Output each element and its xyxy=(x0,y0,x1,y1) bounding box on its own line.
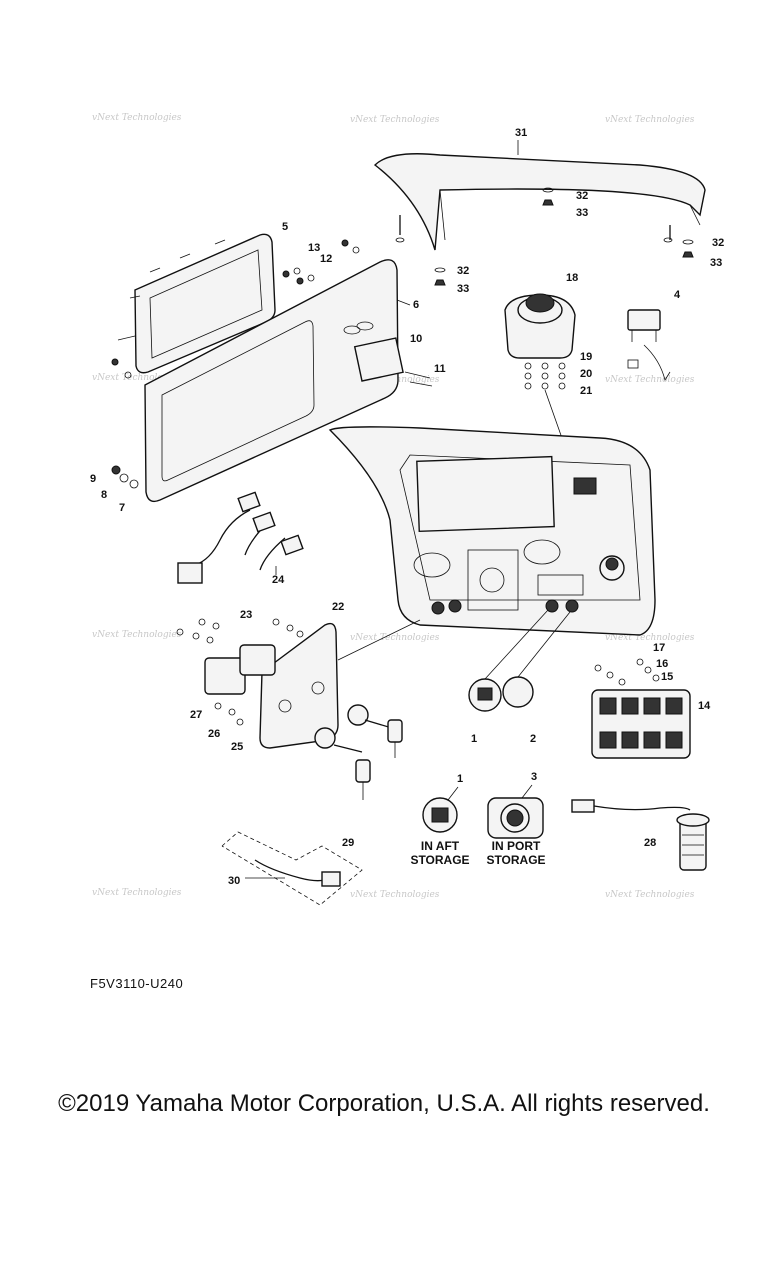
outlets-part xyxy=(468,609,571,712)
key-switch-part xyxy=(176,618,421,800)
storage-notes: IN AFT STORAGE IN PORT STORAGE xyxy=(410,839,545,867)
callout-24: 24 xyxy=(272,574,285,586)
callout-5: 5 xyxy=(282,221,288,233)
port-storage-label-line1: IN PORT xyxy=(492,839,541,853)
watermark: vNext Technologies xyxy=(605,633,695,643)
parts-diagram: vNext Technologies vNext Technologies vN… xyxy=(90,113,724,906)
callout-18: 18 xyxy=(566,272,578,284)
callout-1: 1 xyxy=(471,733,477,745)
callout-1: 1 xyxy=(457,773,463,785)
watermark: vNext Technologies xyxy=(92,630,182,640)
callout-12: 12 xyxy=(320,253,332,265)
callout-14: 14 xyxy=(698,700,711,712)
callout-13: 13 xyxy=(308,242,320,254)
callout-7: 7 xyxy=(119,502,125,514)
callout-4: 4 xyxy=(674,289,681,301)
wire-kit-part xyxy=(221,831,363,906)
aft-storage-label-line1: IN AFT xyxy=(421,839,460,853)
watermark: vNext Technologies xyxy=(605,115,695,125)
visor-part xyxy=(373,140,706,286)
switch-part xyxy=(343,321,433,387)
callout-29: 29 xyxy=(342,837,354,849)
callout-22: 22 xyxy=(332,601,344,613)
module-part xyxy=(627,309,671,382)
callout-16: 16 xyxy=(656,658,668,670)
callout-32: 32 xyxy=(712,237,724,249)
sensor-part xyxy=(571,799,710,871)
gasket-frame-part xyxy=(117,233,276,374)
storage-outlets-part xyxy=(422,784,544,839)
callout-26: 26 xyxy=(208,728,220,740)
display-panel-part xyxy=(144,259,411,503)
callout-11: 11 xyxy=(434,363,446,375)
aft-storage-label-line2: STORAGE xyxy=(410,853,469,867)
callout-19: 19 xyxy=(580,351,592,363)
callout-6: 6 xyxy=(413,299,419,311)
callout-8: 8 xyxy=(101,489,107,501)
callouts: 31 32 33 32 33 32 33 5 13 12 6 10 11 18 … xyxy=(90,127,724,887)
watermark: vNext Technologies xyxy=(605,890,695,900)
callout-3: 3 xyxy=(531,771,537,783)
callout-20: 20 xyxy=(580,368,592,380)
watermark: vNext Technologies xyxy=(350,890,440,900)
callout-21: 21 xyxy=(580,385,592,397)
watermark: vNext Technologies xyxy=(350,115,440,125)
watermark: vNext Technologies xyxy=(350,633,440,643)
diagram-code: F5V3110-U240 xyxy=(90,976,184,991)
wire-harness-part xyxy=(177,491,304,584)
callout-25: 25 xyxy=(231,741,243,753)
callout-23: 23 xyxy=(240,609,252,621)
callout-9: 9 xyxy=(90,473,96,485)
callout-28: 28 xyxy=(644,837,656,849)
callout-17: 17 xyxy=(653,642,665,654)
callout-15: 15 xyxy=(661,671,673,683)
callout-33: 33 xyxy=(576,207,588,219)
port-storage-label-line2: STORAGE xyxy=(486,853,545,867)
callout-33: 33 xyxy=(710,257,722,269)
watermark: vNext Technologies xyxy=(92,888,182,898)
watermark: vNext Technologies xyxy=(605,375,695,385)
callout-31: 31 xyxy=(515,127,527,139)
copyright-notice: ©2019 Yamaha Motor Corporation, U.S.A. A… xyxy=(58,1090,710,1117)
callout-10: 10 xyxy=(410,333,422,345)
switch-panel-part xyxy=(591,658,691,759)
callout-32: 32 xyxy=(576,190,588,202)
watermark: vNext Technologies xyxy=(92,373,182,383)
callout-27: 27 xyxy=(190,709,202,721)
dashboard-console-part xyxy=(328,426,656,636)
watermark: vNext Technologies xyxy=(92,113,182,123)
callout-32: 32 xyxy=(457,265,469,277)
callout-30: 30 xyxy=(228,875,240,887)
watermarks: vNext Technologies vNext Technologies vN… xyxy=(92,113,695,900)
fasteners-left xyxy=(111,239,360,489)
callout-2: 2 xyxy=(530,733,536,745)
callout-33: 33 xyxy=(457,283,469,295)
